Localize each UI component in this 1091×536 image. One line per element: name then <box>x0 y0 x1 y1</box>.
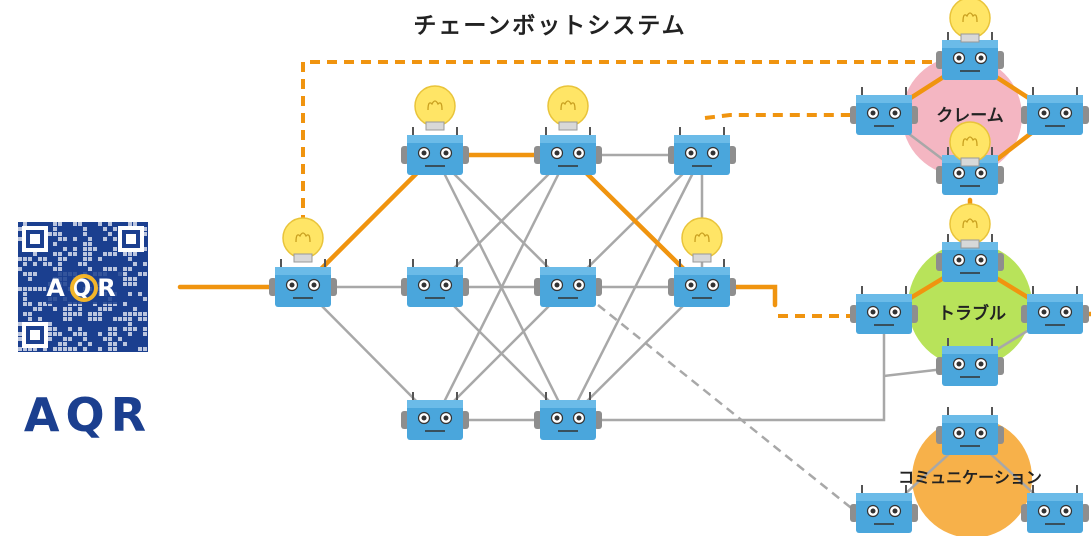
robot-icon <box>400 258 470 308</box>
robot-icon <box>533 391 603 441</box>
light-bulb-icon <box>414 85 456 131</box>
group-label-claim: クレーム <box>936 106 1004 126</box>
robot-icon <box>533 126 603 176</box>
dashed-gray-link <box>597 304 861 516</box>
qr-text: AQR <box>46 274 121 302</box>
orange-dashed-links <box>301 60 950 318</box>
light-bulb-icon <box>282 217 324 263</box>
robot-icon <box>400 391 470 441</box>
group-label-trouble: トラブル <box>938 303 1006 324</box>
light-bulb-icon <box>681 217 723 263</box>
diagram-title: チェーンボットシステム <box>413 13 687 39</box>
group-label-communication: コミュニケーション <box>898 468 1042 487</box>
light-bulb-icon <box>949 203 991 249</box>
brand-logo: AQR <box>23 388 153 442</box>
robot-icon <box>935 406 1005 456</box>
robot-icon <box>667 126 737 176</box>
robot-icon <box>533 258 603 308</box>
qr-code-icon: AQR <box>18 222 148 352</box>
robot-icon <box>1020 285 1090 335</box>
light-bulb-icon <box>949 0 991 43</box>
robot-icon <box>400 126 470 176</box>
robot-icon <box>1020 86 1090 136</box>
light-bulb-icon <box>547 85 589 131</box>
trouble-group-circle <box>908 243 1032 367</box>
robot-icon <box>849 285 919 335</box>
